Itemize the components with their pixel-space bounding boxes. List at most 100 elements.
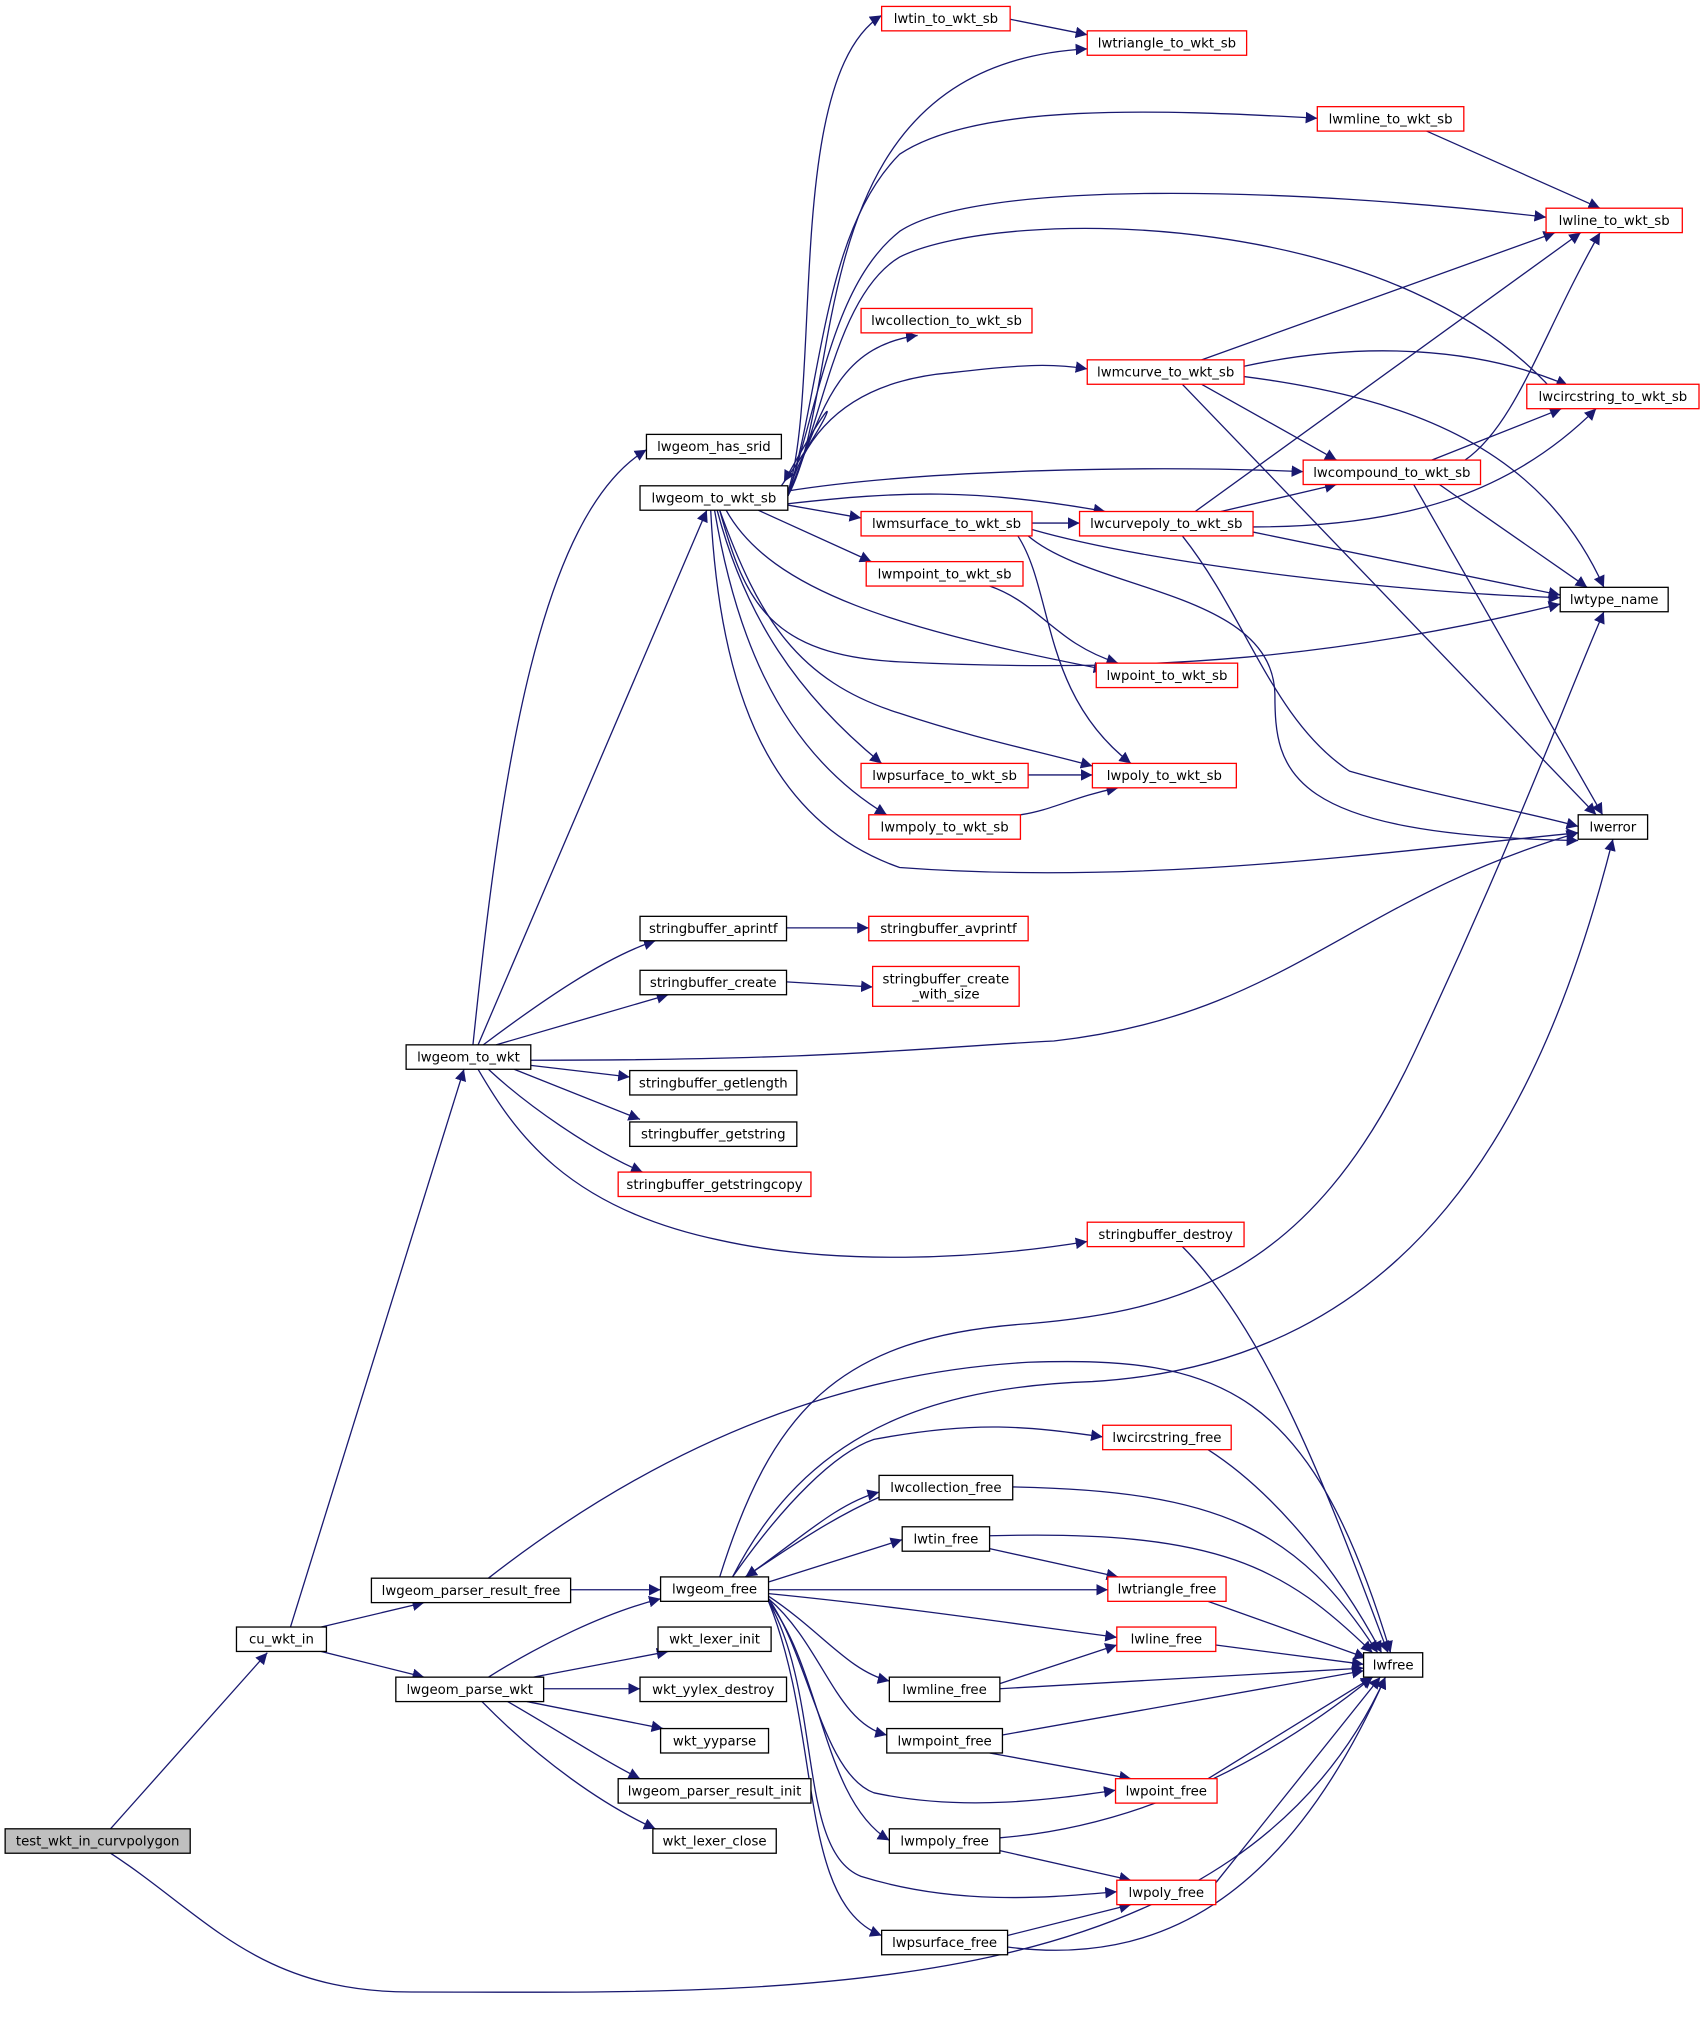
node-lwcircstring-free[interactable]: lwcircstring_free [1102,1424,1232,1451]
node-box[interactable] [405,1044,532,1070]
node-box[interactable] [639,969,788,996]
node-box[interactable] [1526,383,1700,410]
node-box[interactable] [659,1727,770,1754]
node-lwgeom-free[interactable]: lwgeom_free [659,1576,770,1602]
node-box[interactable] [860,307,1033,334]
node-lwpoint-free[interactable]: lwpoint_free [1114,1778,1218,1804]
node-lwgeom-has-srid[interactable]: lwgeom_has_srid [645,433,783,460]
node-box[interactable] [888,1676,1001,1703]
node-cu-wkt-in[interactable]: cu_wkt_in [235,1626,328,1653]
node-box[interactable] [645,433,783,460]
node-lwmpoint-free[interactable]: lwmpoint_free [886,1727,1004,1754]
node-box[interactable] [1091,762,1237,789]
node-lwerror[interactable]: lwerror [1577,814,1649,840]
node-box[interactable] [629,1069,798,1096]
node-stringbuffer-getstring[interactable]: stringbuffer_getstring [629,1121,798,1148]
node-lwmcurve-to-wkt-sb[interactable]: lwmcurve_to_wkt_sb [1086,359,1245,385]
node-stringbuffer-getstringcopy[interactable]: stringbuffer_getstringcopy [617,1171,812,1198]
node-lwgeom-parser-result-free[interactable]: lwgeom_parser_result_free [370,1577,572,1604]
node-box[interactable] [880,5,1011,32]
node-lwmsurface-to-wkt-sb[interactable]: lwmsurface_to_wkt_sb [860,510,1033,537]
node-lwgeom-parser-result-init[interactable]: lwgeom_parser_result_init [617,1778,812,1804]
node-box[interactable] [865,560,1024,587]
node-lwline-to-wkt-sb[interactable]: lwline_to_wkt_sb [1545,207,1683,234]
node-box[interactable] [639,1676,788,1703]
node-box[interactable] [1107,1576,1227,1602]
node-box[interactable] [629,1121,798,1148]
node-box[interactable] [659,1576,770,1602]
node-box[interactable] [617,1778,812,1804]
node-lwcompound-to-wkt-sb[interactable]: lwcompound_to_wkt_sb [1302,459,1482,486]
node-box[interactable] [639,915,788,942]
node-lwfree[interactable]: lwfree [1362,1652,1424,1678]
node-lwpoint-to-wkt-sb[interactable]: lwpoint_to_wkt_sb [1095,662,1239,689]
node-box[interactable] [860,510,1033,537]
node-lwgeom-to-wkt-sb[interactable]: lwgeom_to_wkt_sb [639,485,789,511]
node-lwcurvepoly-to-wkt-sb[interactable]: lwcurvepoly_to_wkt_sb [1078,510,1254,537]
node-box[interactable] [1095,662,1239,689]
node-stringbuffer-aprintf[interactable]: stringbuffer_aprintf [639,915,788,942]
node-box[interactable] [880,1929,1009,1956]
node-lwmline-to-wkt-sb[interactable]: lwmline_to_wkt_sb [1316,106,1465,132]
node-lwpoly-free[interactable]: lwpoly_free [1116,1879,1217,1906]
node-box[interactable] [1577,814,1649,840]
node-box[interactable] [4,1828,191,1854]
node-lwpoly-to-wkt-sb[interactable]: lwpoly_to_wkt_sb [1091,762,1237,789]
node-wkt-lexer-init[interactable]: wkt_lexer_init [657,1626,772,1653]
node-box[interactable] [878,1474,1014,1501]
node-stringbuffer-destroy[interactable]: stringbuffer_destroy [1086,1221,1245,1248]
node-lwgeom-to-wkt[interactable]: lwgeom_to_wkt [405,1044,532,1070]
node-stringbuffer-create-with-size[interactable]: stringbuffer_create_with_size [871,965,1020,1007]
node-box[interactable] [1316,106,1465,132]
node-lwline-free[interactable]: lwline_free [1116,1626,1217,1653]
node-box[interactable] [652,1828,777,1854]
node-stringbuffer-create[interactable]: stringbuffer_create [639,969,788,996]
node-lwcollection-free[interactable]: lwcollection_free [878,1474,1014,1501]
node-box[interactable] [886,1727,1004,1754]
node-lwtin-to-wkt-sb[interactable]: lwtin_to_wkt_sb [880,5,1011,32]
node-test-wkt-in-curvpolygon[interactable]: test_wkt_in_curvpolygon [4,1828,191,1854]
node-wkt-yyparse[interactable]: wkt_yyparse [659,1727,770,1754]
node-box[interactable] [868,814,1022,840]
node-box[interactable] [868,915,1029,942]
node-lwgeom-parse-wkt[interactable]: lwgeom_parse_wkt [395,1676,545,1703]
node-lwmpoint-to-wkt-sb[interactable]: lwmpoint_to_wkt_sb [865,560,1024,587]
node-lwmline-free[interactable]: lwmline_free [888,1676,1001,1703]
node-box[interactable] [871,965,1020,1007]
node-lwtin-free[interactable]: lwtin_free [901,1526,991,1552]
node-box[interactable] [235,1626,328,1653]
node-box[interactable] [1086,359,1245,385]
node-box[interactable] [1086,30,1248,56]
node-lwpsurface-free[interactable]: lwpsurface_free [880,1929,1009,1956]
node-lwcircstring-to-wkt-sb[interactable]: lwcircstring_to_wkt_sb [1526,383,1700,410]
node-box[interactable] [860,762,1029,789]
node-box[interactable] [1559,586,1669,613]
node-box[interactable] [1362,1652,1424,1678]
node-box[interactable] [370,1577,572,1604]
node-lwpsurface-to-wkt-sb[interactable]: lwpsurface_to_wkt_sb [860,762,1029,789]
node-wkt-lexer-close[interactable]: wkt_lexer_close [652,1828,777,1854]
node-box[interactable] [901,1526,991,1552]
node-box[interactable] [1116,1626,1217,1653]
node-stringbuffer-getlength[interactable]: stringbuffer_getlength [629,1069,798,1096]
node-lwtype-name[interactable]: lwtype_name [1559,586,1669,613]
node-wkt-yylex-destroy[interactable]: wkt_yylex_destroy [639,1676,788,1703]
node-lwmpoly-to-wkt-sb[interactable]: lwmpoly_to_wkt_sb [868,814,1022,840]
node-lwcollection-to-wkt-sb[interactable]: lwcollection_to_wkt_sb [860,307,1033,334]
node-lwtriangle-free[interactable]: lwtriangle_free [1107,1576,1227,1602]
node-lwmpoly-free[interactable]: lwmpoly_free [888,1828,1001,1854]
node-box[interactable] [657,1626,772,1653]
node-box[interactable] [1116,1879,1217,1906]
node-stringbuffer-avprintf[interactable]: stringbuffer_avprintf [868,915,1029,942]
node-box[interactable] [888,1828,1001,1854]
node-box[interactable] [639,485,789,511]
node-box[interactable] [1545,207,1683,234]
node-box[interactable] [395,1676,545,1703]
node-box[interactable] [1302,459,1482,486]
node-box[interactable] [617,1171,812,1198]
node-box[interactable] [1086,1221,1245,1248]
node-lwtriangle-to-wkt-sb[interactable]: lwtriangle_to_wkt_sb [1086,30,1248,56]
node-box[interactable] [1114,1778,1218,1804]
node-box[interactable] [1102,1424,1232,1451]
node-box[interactable] [1078,510,1254,537]
